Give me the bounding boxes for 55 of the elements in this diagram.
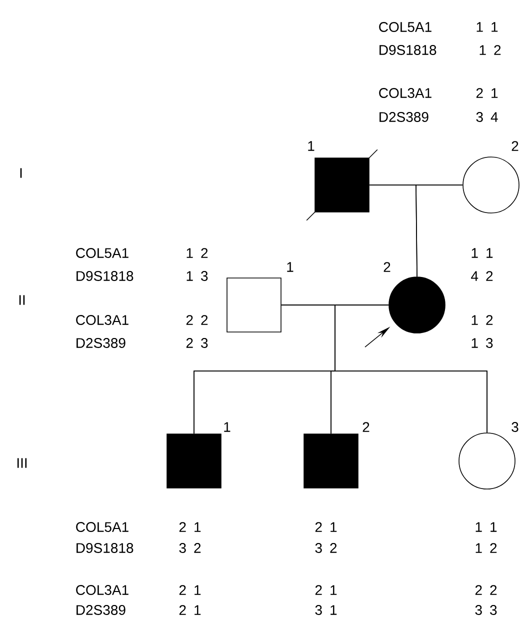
locus-name: D2S389 [380,112,428,122]
pedigree-square [306,149,378,221]
locus-name: COL3A1 [379,88,432,98]
allele-pair: 3 1 [315,605,337,615]
individual-number: 1 [224,422,230,432]
allele-pair: 1 2 [476,543,497,553]
allele-pair: 3 2 [179,543,201,553]
locus-name: D9S1818 [76,543,134,553]
descent-line [416,184,463,277]
allele-pair: 2 2 [475,585,497,595]
allele-pair: 1 2 [480,45,501,55]
individual-number: 1 [287,262,294,272]
individual-number: 2 [384,262,390,272]
descent-line [334,304,488,433]
allele-pair: 2 1 [179,605,201,615]
generation-numeral: III [17,458,27,468]
locus-name: D2S389 [76,338,126,348]
allele-pair: 3 4 [476,112,498,122]
allele-pair: 1 3 [472,338,493,348]
pedigree-square [226,278,282,332]
locus-name: COL5A1 [379,22,432,32]
allele-pair: 1 3 [186,271,208,281]
allele-pair: 3 3 [475,605,497,615]
allele-pair: 1 1 [476,522,497,532]
allele-pair: 1 1 [476,22,498,32]
pedigree-square [166,434,222,488]
individual-number: 1 [308,141,314,151]
individual-number: 3 [512,422,518,432]
allele-pair: 2 2 [186,315,208,325]
allele-pair: 2 1 [179,522,201,532]
pedigree-circle [458,432,516,490]
individual-number: 2 [512,141,518,151]
pedigree-circle [388,276,446,334]
pedigree-square [304,434,358,488]
locus-name: D2S389 [76,605,126,615]
allele-pair: 1 2 [186,248,208,258]
allele-pair: 4 2 [471,271,493,281]
allele-pair: 2 1 [315,585,337,595]
locus-name: COL3A1 [76,585,128,595]
locus-name: D9S1818 [76,271,134,281]
allele-pair: 2 1 [476,88,498,98]
allele-pair: 3 2 [315,543,337,553]
locus-name: COL3A1 [76,315,128,325]
pedigree-circle [462,156,520,214]
individual-number: 2 [362,422,370,432]
locus-name: D9S1818 [380,45,436,55]
locus-name: COL5A1 [76,248,128,258]
allele-pair: 1 1 [472,248,493,258]
allele-pair: 2 3 [186,338,208,348]
allele-pair: 1 2 [472,315,493,325]
locus-name: COL5A1 [76,522,128,532]
generation-numeral: I [20,168,22,178]
generation-numeral: II [19,295,25,305]
allele-pair: 2 1 [315,522,337,532]
allele-pair: 2 1 [179,585,201,595]
